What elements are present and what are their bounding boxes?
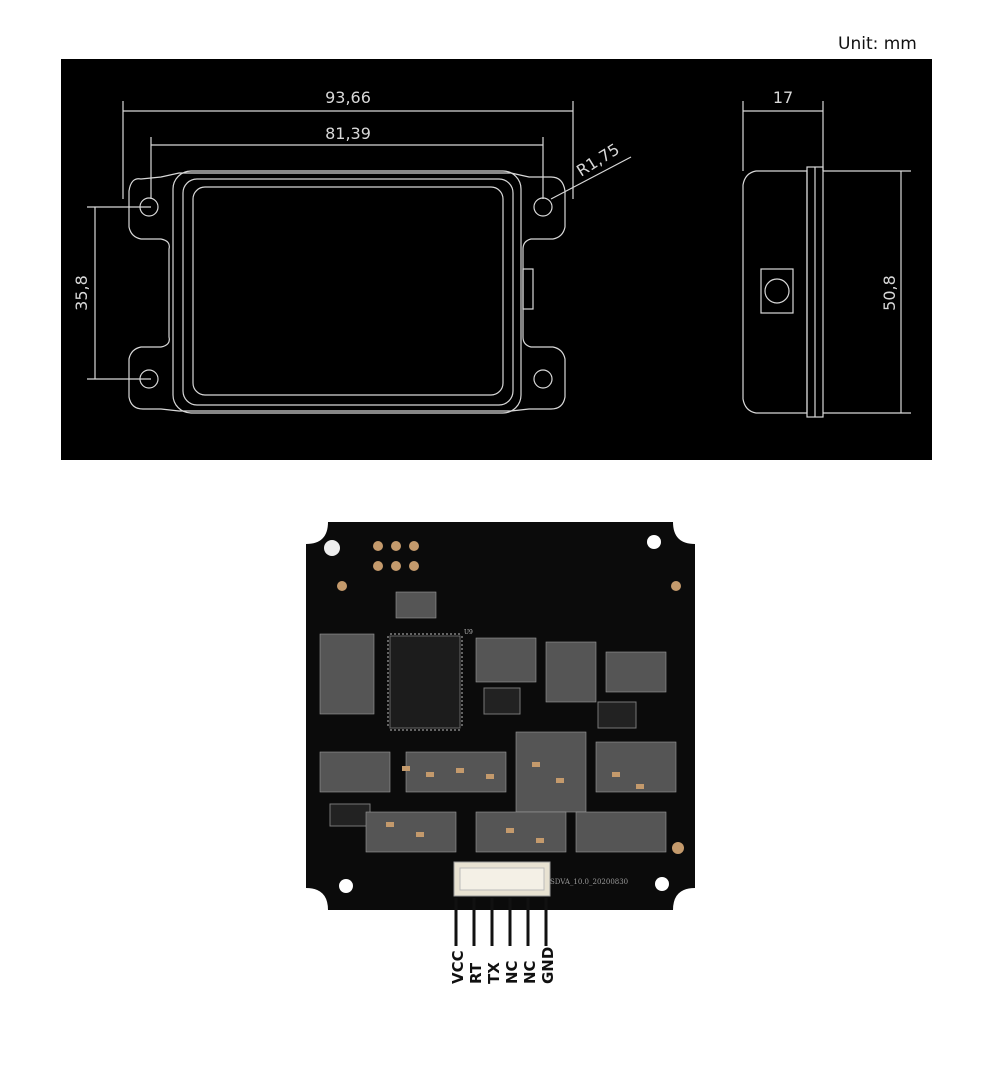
mount-hole-top-right (533, 197, 553, 217)
dim-height: 50,8 (880, 275, 899, 311)
pin-label-rt: RT (467, 962, 485, 984)
pin-label-tx: TX (485, 962, 503, 984)
ic-chip-3 (597, 701, 637, 729)
pin-label-nc-2: NC (521, 960, 539, 984)
dimension-drawing: 93,66 81,39 35,8 R1,75 17 50,8 (72, 88, 911, 418)
mcu-chip (389, 635, 461, 729)
dim-depth: 17 (773, 88, 793, 107)
mount-hole-bottom-right (533, 369, 553, 389)
side-view-outline (742, 170, 808, 414)
pcb-pad-mid-right (672, 842, 684, 854)
ic-chip-4 (329, 803, 371, 827)
pcb-hole-bottom-left (339, 879, 353, 893)
dimension-drawing-panel: 93,66 81,39 35,8 R1,75 17 50,8 (61, 59, 932, 460)
dim-inner-width: 81,39 (325, 124, 371, 143)
pcb-pad-right (671, 581, 681, 591)
pcb-board: U9 SDVA_10.0_20 (306, 522, 695, 910)
front-view-lid-inner (192, 186, 504, 396)
pcb-hole-bottom-right (655, 877, 669, 891)
front-view-lid-outer (172, 170, 522, 414)
pcb-pad-left (337, 581, 347, 591)
dim-hole-spacing: 35,8 (72, 275, 91, 311)
front-view-lid-mid (182, 178, 514, 406)
pin-label-nc-1: NC (503, 960, 521, 984)
side-view-button (760, 268, 794, 314)
side-view-button-knob (764, 278, 790, 304)
chip-label: U9 (464, 629, 473, 636)
pcb-hole-top-right (647, 535, 661, 549)
dim-overall-width: 93,66 (325, 88, 371, 107)
front-view-outline (128, 172, 566, 412)
unit-label: Unit: mm (838, 34, 917, 54)
side-button (522, 268, 534, 310)
pin-legs (440, 898, 560, 998)
pin-label-vcc: VCC (449, 950, 467, 984)
pin-label-gnd: GND (539, 946, 557, 984)
board-silk-text: SDVA_10.0_20200830 (550, 878, 628, 886)
pcb-hole-top-left (324, 540, 340, 556)
ic-chip-2 (483, 687, 521, 715)
